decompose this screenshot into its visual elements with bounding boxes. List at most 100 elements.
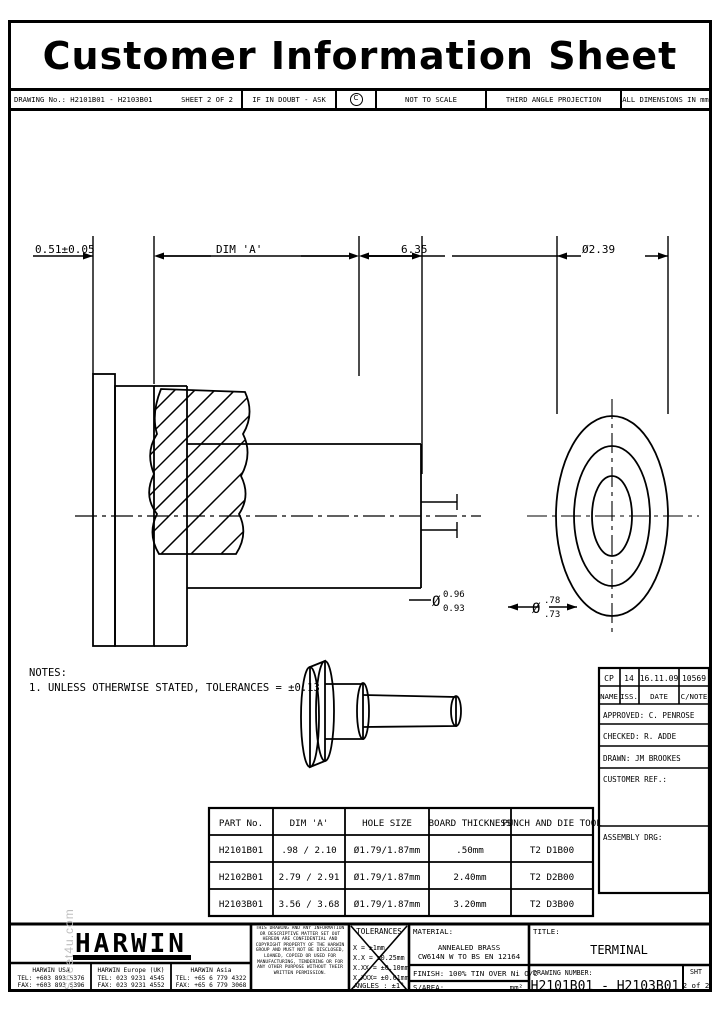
tolerance-row-2: X.XX = ±0.10mm	[353, 964, 409, 972]
parts-cell-0-1: .98 / 2.10	[281, 845, 336, 856]
revision-assembly-drg: ASSEMBLY DRG:	[603, 833, 662, 842]
finish-text: FINISH: 100% TIN OVER Ni O/C	[413, 969, 538, 978]
parts-cell-1-3: 2.40mm	[453, 872, 487, 883]
end-view: Ø2.39	[527, 236, 699, 634]
logo-underbar	[73, 955, 191, 960]
drawing-number-value: H2101B01 - H2103B01	[531, 979, 680, 992]
tolerances-angles: ANGLES : ±1°	[354, 982, 405, 990]
office-usa-email: n.a@harwin.com	[25, 989, 77, 992]
parts-table-row: H2102B01 2.79 / 2.91 Ø1.79/1.87mm 2.40mm…	[219, 872, 574, 883]
surface-area-label: S/AREA:	[413, 983, 444, 992]
revision-label-0: NAME	[600, 692, 618, 701]
parts-table-header-row: PART No. DIM 'A' HOLE SIZE BOARD THICKNE…	[219, 818, 602, 829]
tolerances-block: TOLERANCES X = ±1mm X.X = ±0.25mm X.XX =…	[350, 925, 409, 991]
revision-customer-ref: CUSTOMER REF.:	[603, 775, 667, 784]
parts-table-row: H2101B01 .98 / 2.10 Ø1.79/1.87mm .50mm T…	[219, 845, 574, 856]
office-asia-name: HARWIN Asia	[191, 967, 232, 974]
revision-drawn: DRAWN: JM BROOKES	[603, 754, 681, 763]
revision-value-3: 10569	[682, 674, 706, 683]
material-value-2: CW614N W TO BS EN 12164	[418, 952, 521, 961]
tip-dia-lower: .73	[544, 610, 560, 620]
parts-cell-2-4: T2 D3B00	[530, 899, 574, 910]
parts-cell-1-0: H2102B01	[219, 872, 263, 883]
office-asia-fax: FAX: +65 6 779 3068	[176, 982, 247, 989]
dim-text-flange-thickness: 0.51±0.05	[35, 243, 95, 256]
parts-cell-1-4: T2 D2B00	[530, 872, 574, 883]
header-doubt-note: IF IN DOUBT - ASK	[243, 91, 337, 108]
tolerances-heading: TOLERANCES	[356, 927, 402, 936]
isometric-view	[300, 659, 462, 769]
parts-table: PART No. DIM 'A' HOLE SIZE BOARD THICKNE…	[207, 806, 602, 918]
tolerance-row-3: X.XXX= ±0.01mm	[353, 974, 409, 982]
revision-label-3: C/NOTE	[681, 692, 708, 701]
office-asia-email: mis@harwin.com.sg	[179, 989, 243, 992]
surface-area-value: mm²	[510, 983, 523, 992]
shaft-dia-upper: 0.96	[443, 590, 465, 600]
shaft-diameter-leader	[409, 494, 458, 601]
bottom-title-block: HARWIN HARWIN USA TEL: +603 893 5376 FAX…	[11, 922, 709, 992]
office-europe-tel: TEL: 023 9231 4545	[97, 975, 164, 982]
dimension-arrowheads-top	[83, 252, 422, 260]
parts-cell-2-3: 3.20mm	[453, 899, 487, 910]
technical-drawing-svg: 0.51±0.05 DIM 'A' 6.35	[11, 236, 709, 992]
legal-notice: THIS DRAWING AND ANY INFORMATION OR DESC…	[255, 926, 345, 976]
parts-table-header-1: DIM 'A'	[290, 818, 329, 829]
office-europe-name: HARWIN Europe (UK)	[97, 967, 164, 974]
parts-table-row: H2103B01 3.56 / 3.68 Ø1.79/1.87mm 3.20mm…	[219, 899, 574, 910]
revision-value-2: 16.11.09	[640, 674, 679, 683]
revision-value-0: CP	[604, 674, 614, 683]
parts-cell-1-2: Ø1.79/1.87mm	[354, 872, 421, 883]
legal-notice-text: THIS DRAWING AND ANY INFORMATION OR DESC…	[255, 926, 345, 976]
parts-table-header-3: BOARD THICKNESS	[429, 818, 512, 829]
sheet-title-banner: Customer Information Sheet	[11, 23, 709, 91]
parts-cell-1-1: 2.79 / 2.91	[279, 872, 340, 883]
header-drawing-number-text: DRAWING No.: H2101B01 - H2103B01	[14, 95, 153, 104]
parts-cell-2-1: 3.56 / 3.68	[279, 899, 340, 910]
office-europe-email: mis@harwin.co.uk	[101, 989, 161, 992]
notes-line-1: 1. UNLESS OTHERWISE STATED, TOLERANCES =…	[29, 682, 320, 694]
office-europe: HARWIN Europe (UK) TEL: 023 9231 4545 FA…	[97, 967, 164, 992]
office-usa: HARWIN USA TEL: +603 893 5376 FAX: +603 …	[17, 967, 84, 992]
title-label: TITLE:	[533, 927, 560, 936]
office-asia-tel: TEL: +65 6 779 4322	[176, 975, 247, 982]
office-usa-tel: TEL: +603 893 5376	[17, 975, 84, 982]
harwin-logo-block: HARWIN	[11, 929, 251, 965]
parts-cell-0-2: Ø1.79/1.87mm	[354, 845, 421, 856]
title-number-block: TITLE: TERMINAL DRAWING NUMBER: H2101B01…	[529, 927, 709, 992]
shaft-dia-symbol: Ø	[432, 594, 441, 610]
iso-flange-front	[309, 659, 326, 769]
tip-dia-upper: .78	[544, 596, 560, 606]
material-value-1: ANNEALED BRASS	[438, 943, 500, 952]
office-europe-fax: FAX: 023 9231 4552	[97, 982, 164, 989]
drawing-number-label: DRAWING NUMBER:	[533, 969, 593, 977]
material-block: MATERIAL: ANNEALED BRASS CW614N W TO BS …	[409, 927, 538, 992]
side-view-outline	[92, 373, 422, 647]
iso-body-end	[356, 682, 370, 740]
header-projection-note: THIRD ANGLE PROJECTION	[487, 91, 622, 108]
shaft-diameter-label: Ø 0.96 0.93	[432, 590, 465, 614]
parts-cell-0-4: T2 D1B00	[530, 845, 574, 856]
dim-text-flange-diameter: Ø2.39	[582, 243, 615, 256]
iso-shaft	[362, 694, 457, 728]
office-asia: HARWIN Asia TEL: +65 6 779 4322 FAX: +65…	[176, 967, 247, 992]
iso-flange-left-face	[300, 666, 320, 768]
copyright-icon: C	[349, 93, 363, 106]
revision-block: CP 14 16.11.09 10569 NAME ISS. DATE C/NO…	[597, 666, 709, 895]
header-copyright: C	[337, 91, 377, 108]
office-usa-name: HARWIN USA	[32, 967, 70, 974]
dim-text-dim-a: DIM 'A'	[216, 243, 262, 256]
revision-label-2: DATE	[650, 692, 668, 701]
header-sheet-of-text: SHEET 2 OF 2	[181, 95, 233, 104]
header-drawing-number: DRAWING No.: H2101B01 - H2103B01 SHEET 2…	[11, 91, 243, 108]
iso-flange-right-face	[315, 660, 335, 762]
parts-cell-2-0: H2103B01	[219, 899, 263, 910]
parts-cell-0-3: .50mm	[456, 845, 484, 856]
page-title: Customer Information Sheet	[42, 33, 678, 78]
header-scale-note: NOT TO SCALE	[377, 91, 487, 108]
tip-dia-symbol: Ø	[532, 601, 541, 617]
revision-values-row: CP 14 16.11.09 10569	[604, 674, 706, 683]
sht-label: SHT	[690, 968, 702, 976]
drawing-canvas: 0.51±0.05 DIM 'A' 6.35	[11, 114, 709, 992]
parts-table-header-4: PUNCH AND DIE TOOL	[502, 818, 602, 829]
